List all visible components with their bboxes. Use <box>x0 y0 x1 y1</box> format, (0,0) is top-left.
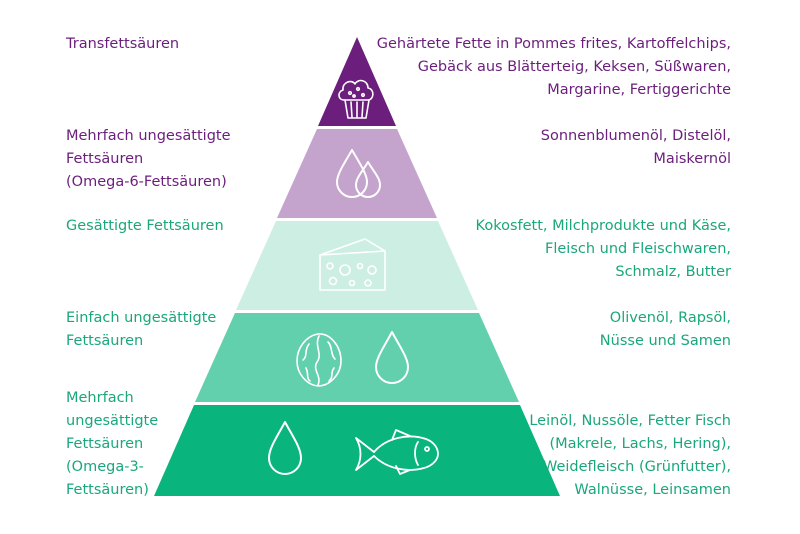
pyramid-level-2 <box>277 129 437 218</box>
label-einfach-ungesaettigte: Einfach ungesättigte Fettsäuren <box>66 310 217 349</box>
oil-drops-icon <box>336 149 381 198</box>
label-transfettsaeuren: Transfettsäuren <box>66 36 180 52</box>
pyramid-level-4 <box>195 313 519 402</box>
walnut-icon <box>296 333 342 387</box>
label-omega6: Mehrfach ungesättigte Fettsäuren (Omega-… <box>66 128 231 190</box>
oil-drop-icon <box>375 331 409 384</box>
pyramid-level-5 <box>154 405 560 496</box>
label-omega3: Mehrfach ungesättigte Fettsäuren (Omega-… <box>66 390 159 498</box>
examples-transfett: Gehärtete Fette in Pommes frites, Kartof… <box>376 36 731 98</box>
examples-gesaettigte: Kokosfett, Milchprodukte und Käse, Fleis… <box>475 218 731 280</box>
cheese-icon <box>319 238 386 291</box>
examples-omega6: Sonnenblumenöl, Distelöl, Maiskernöl <box>540 128 731 167</box>
examples-omega3: Leinöl, Nussöle, Fetter Fisch (Makrele, … <box>529 413 731 498</box>
label-gesaettigte: Gesättigte Fettsäuren <box>66 218 224 234</box>
fish-icon <box>355 429 439 475</box>
muffin-icon <box>338 79 374 119</box>
examples-einfach: Olivenöl, Rapsöl, Nüsse und Samen <box>599 310 731 349</box>
oil-drop-icon <box>268 421 302 475</box>
